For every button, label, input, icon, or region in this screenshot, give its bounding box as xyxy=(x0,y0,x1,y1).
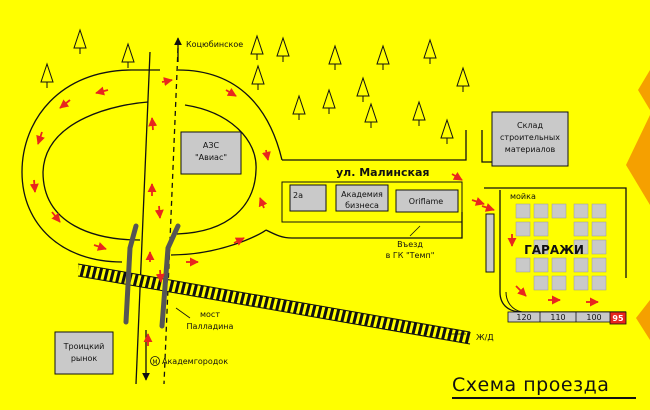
route-arrow-icon xyxy=(471,197,485,206)
label-moyka: мойка xyxy=(510,192,536,201)
tree-icon xyxy=(456,66,470,92)
wash-building xyxy=(485,213,495,273)
label-entry-2: в ГК "Темп" xyxy=(386,251,435,260)
roads xyxy=(21,69,627,313)
route-arrow-icon xyxy=(95,86,109,96)
label-entry-1: Въезд xyxy=(397,240,423,249)
route-arrow-icon xyxy=(59,99,71,109)
tree-icon xyxy=(121,42,135,68)
label-azs-name: "Авиас" xyxy=(195,153,227,162)
route-arrow-icon xyxy=(258,197,268,209)
label-metro: М xyxy=(152,359,157,366)
metro-icon xyxy=(150,356,160,366)
route-arrow-icon xyxy=(481,203,495,212)
route-arrow-icon xyxy=(225,87,237,97)
building-academy xyxy=(335,184,389,212)
label-railway: Ж/Д xyxy=(476,333,494,342)
label-oriflame: Oriflame xyxy=(409,197,444,206)
label-most-2: Палладина xyxy=(187,322,234,331)
label-95: 95 xyxy=(612,314,624,323)
tree-icon xyxy=(376,44,390,70)
label-sklad-3: материалов xyxy=(505,145,556,154)
label-rynok-1: Троицкий xyxy=(63,342,105,351)
route-arrow-icon xyxy=(36,131,45,145)
label-academy-2: бизнеса xyxy=(345,201,379,210)
page-title: Схема проезда xyxy=(452,374,610,396)
label-kotsyubinskoe: Коцюбинское xyxy=(186,40,243,49)
tree-icon xyxy=(276,36,290,62)
buildings xyxy=(54,111,569,375)
label-garazhi: ГАРАЖИ xyxy=(524,243,584,257)
azs-building xyxy=(180,131,242,175)
tree-icon xyxy=(40,62,54,88)
bridge xyxy=(123,223,181,329)
route-arrows xyxy=(29,77,599,346)
corner-decoration xyxy=(626,70,650,340)
route-arrow-icon xyxy=(148,117,158,131)
bridge-pointer xyxy=(175,307,191,319)
tree-icon xyxy=(364,102,378,128)
tree-icon xyxy=(251,64,265,90)
title-underline xyxy=(452,397,636,399)
route-arrow-icon xyxy=(515,285,527,297)
market-building xyxy=(54,331,114,375)
railway xyxy=(76,263,472,345)
building-2a xyxy=(289,184,327,212)
entry-pointer xyxy=(409,225,421,237)
building-oriflame xyxy=(395,189,459,213)
tree-icon xyxy=(423,38,437,64)
label-sklad-1: Склад xyxy=(517,121,543,130)
warehouse-building xyxy=(491,111,569,167)
gate-95 xyxy=(609,311,627,325)
tree-icon xyxy=(73,28,87,54)
label-rynok-2: рынок xyxy=(71,354,98,363)
route-arrow-icon xyxy=(155,269,165,283)
forest xyxy=(40,28,470,144)
route-arrow-icon xyxy=(154,205,164,219)
tree-icon xyxy=(440,118,454,144)
label-street: ул. Малинская xyxy=(336,166,429,179)
route-arrow-icon xyxy=(51,211,61,223)
tree-icon xyxy=(328,44,342,70)
route-arrow-icon xyxy=(93,242,107,251)
route-arrow-icon xyxy=(29,179,39,193)
tree-icon xyxy=(412,100,426,126)
label-akademgorodok: Академгородок xyxy=(162,357,228,366)
highway xyxy=(135,37,182,385)
route-arrow-icon xyxy=(261,149,271,161)
map-labels: Коцюбинское АЗС "Авиас" ул. Малинская Ск… xyxy=(63,40,624,366)
tree-icon xyxy=(250,34,264,60)
tree-icon xyxy=(292,94,306,120)
route-arrow-icon xyxy=(451,171,463,181)
label-azs: АЗС xyxy=(203,141,220,150)
tree-icon xyxy=(356,76,370,102)
tree-icon xyxy=(322,88,336,114)
label-sklad-2: строительных xyxy=(500,133,560,142)
label-academy-1: Академия xyxy=(341,190,383,199)
label-110: 110 xyxy=(550,313,565,322)
label-2a: 2а xyxy=(293,191,303,200)
label-120: 120 xyxy=(516,313,531,322)
route-arrow-icon xyxy=(161,77,173,87)
label-most-1: мост xyxy=(200,310,220,319)
garage-blocks xyxy=(505,203,627,325)
label-100: 100 xyxy=(586,313,601,322)
route-arrow-icon xyxy=(233,237,245,246)
